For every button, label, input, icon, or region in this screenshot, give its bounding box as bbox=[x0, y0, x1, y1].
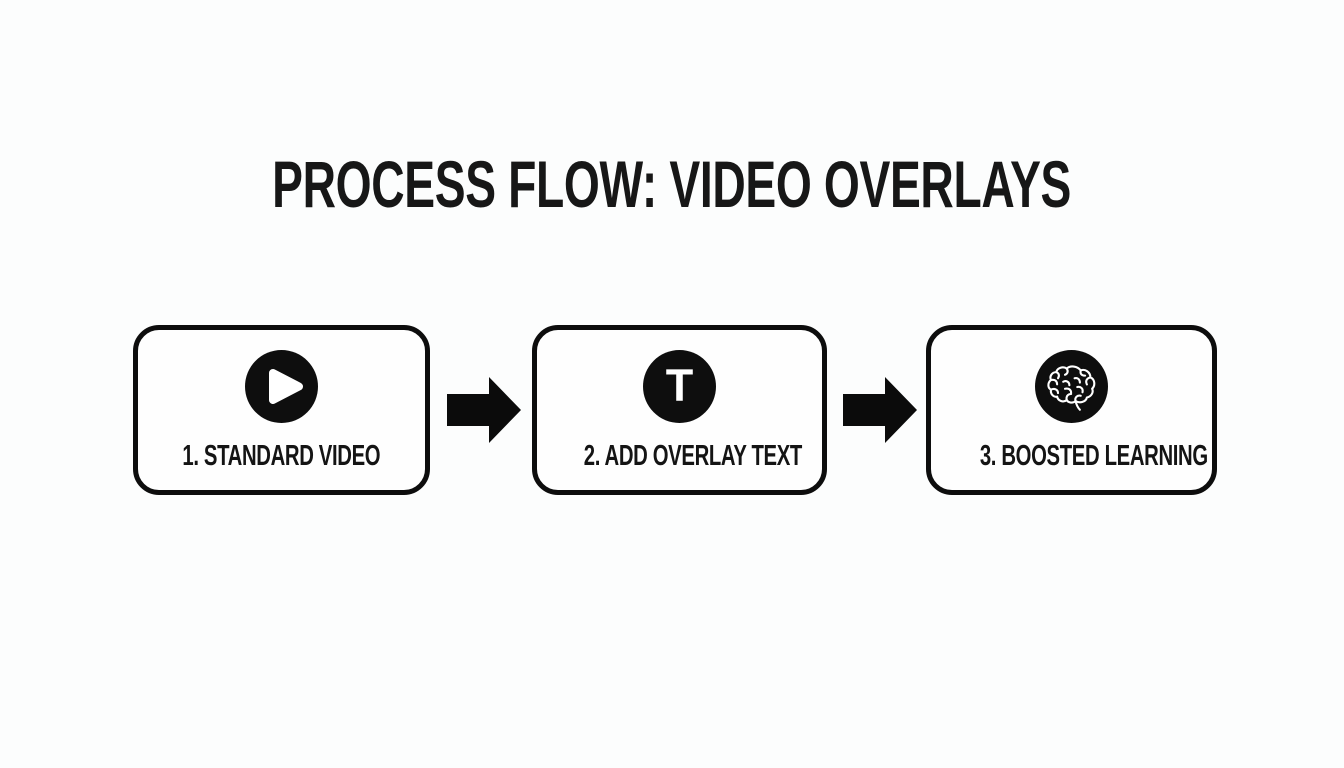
step-box-add-overlay-text: T 2. ADD OVERLAY TEXT bbox=[532, 325, 827, 495]
text-overlay-letter: T bbox=[665, 359, 694, 411]
text-overlay-icon: T bbox=[643, 350, 716, 423]
step-label-add-overlay-text: 2. ADD OVERLAY TEXT bbox=[583, 440, 803, 472]
step-label-wrap: 1. STANDARD VIDEO bbox=[138, 442, 425, 471]
right-arrow-icon bbox=[447, 377, 521, 443]
brain-icon bbox=[1035, 350, 1108, 423]
step-label-boosted-learning: 3. BOOSTED LEARNING bbox=[979, 440, 1208, 472]
diagram-title-text: PROCESS FLOW: VIDEO OVERLAYS bbox=[272, 147, 1072, 221]
right-arrow-icon bbox=[843, 377, 917, 443]
step-box-standard-video: 1. STANDARD VIDEO bbox=[133, 325, 430, 495]
play-triangle-glyph bbox=[269, 369, 303, 404]
diagram-title: PROCESS FLOW: VIDEO OVERLAYS bbox=[0, 151, 1344, 217]
step-box-boosted-learning: 3. BOOSTED LEARNING bbox=[926, 325, 1217, 495]
right-arrow-glyph bbox=[447, 377, 521, 443]
step-label-wrap: 2. ADD OVERLAY TEXT bbox=[537, 442, 822, 471]
step-label-wrap: 3. BOOSTED LEARNING bbox=[931, 442, 1212, 471]
brain-glyph bbox=[1046, 364, 1095, 411]
right-arrow-glyph bbox=[843, 377, 917, 443]
play-icon bbox=[245, 350, 318, 423]
step-label-standard-video: 1. STANDARD VIDEO bbox=[182, 440, 381, 472]
